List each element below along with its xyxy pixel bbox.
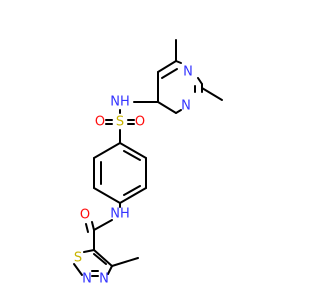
bond-bz-inner-2 bbox=[123, 185, 141, 196]
bond-bz-inner-1 bbox=[123, 150, 141, 161]
bond-td-s-n1 bbox=[73, 263, 83, 276]
bond-bz-6 bbox=[93, 142, 121, 159]
thiadiazole-ring bbox=[73, 249, 113, 277]
atom-o-carbonyl: O bbox=[80, 208, 90, 223]
bond-td-n2-c4 bbox=[107, 265, 113, 275]
atom-n-pyrimidine-1: N bbox=[183, 65, 193, 80]
bond-td-c4-c5-double bbox=[93, 253, 107, 265]
atom-n-thiadiazole-3: N bbox=[99, 272, 109, 287]
atom-s-sulfonyl: S bbox=[116, 115, 124, 130]
bond-pym-n1-c2 bbox=[197, 77, 203, 85]
bond-pym-c4-c5 bbox=[157, 101, 177, 114]
bond-methyl-thiadiazole bbox=[111, 257, 139, 267]
molecule-structure: N N NH S O O NH O S N N bbox=[0, 0, 300, 300]
bond-methyl-right bbox=[201, 87, 223, 101]
bond-td-c4-c5 bbox=[93, 249, 113, 267]
benzene-ring bbox=[93, 142, 147, 204]
bond-td-c5-s bbox=[83, 249, 95, 253]
atom-s-thiadiazole: S bbox=[74, 251, 82, 266]
bond-carbonyl-o-double bbox=[85, 223, 89, 233]
bond-bz-3 bbox=[119, 187, 147, 204]
bond-pym-c6-c5-double bbox=[161, 68, 178, 79]
atom-nh-sulfonamide: NH bbox=[110, 95, 130, 110]
atom-o-sulfonyl-left: O bbox=[95, 115, 105, 130]
atom-n-thiadiazole-2: N bbox=[82, 272, 92, 287]
atom-nh-amide: NH bbox=[110, 207, 130, 222]
bond-bz-4 bbox=[93, 187, 121, 204]
atom-o-sulfonyl-right: O bbox=[135, 115, 145, 130]
bond-nh-carbonyl bbox=[93, 219, 113, 231]
bond-bz-1 bbox=[119, 142, 147, 159]
bond-carbonyl-o bbox=[91, 221, 95, 231]
atom-n-pyrimidine-3: N bbox=[181, 99, 191, 114]
bond-pym-c6-c5 bbox=[157, 60, 177, 73]
diagram-background bbox=[0, 0, 300, 300]
